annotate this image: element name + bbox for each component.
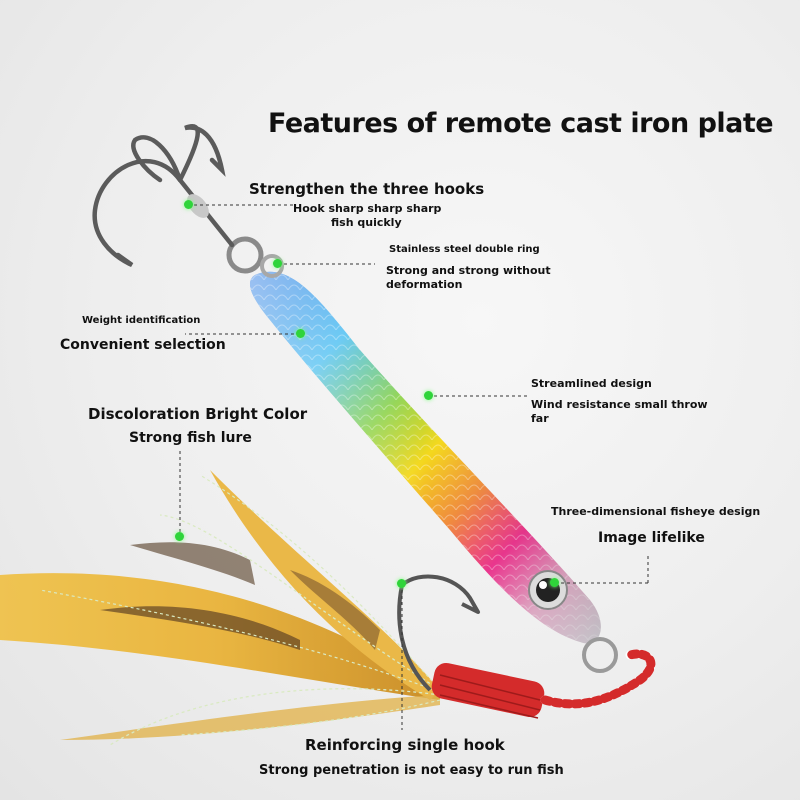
marker-color xyxy=(175,532,184,541)
streamlined-line2: far xyxy=(531,412,549,425)
streamlined-line1: Wind resistance small throw xyxy=(531,398,708,411)
marker-fisheye xyxy=(550,578,559,587)
color-line1: Strong fish lure xyxy=(129,430,252,446)
three-hooks-line1: Hook sharp sharp sharp xyxy=(293,202,442,215)
double-ring-line1: Strong and strong without xyxy=(386,264,551,277)
leader-lines xyxy=(179,204,649,730)
three-hooks-line2: fish quickly xyxy=(331,216,402,229)
thread-wrap xyxy=(431,662,545,718)
three-hooks-heading: Strengthen the three hooks xyxy=(249,180,485,198)
nose-ring xyxy=(582,637,618,673)
marker-three-hooks xyxy=(184,200,193,209)
double-ring-heading: Stainless steel double ring xyxy=(389,244,540,255)
streamlined-heading: Streamlined design xyxy=(531,377,652,390)
single-hook-line1: Strong penetration is not easy to run fi… xyxy=(259,763,564,778)
weight-heading: Weight identification xyxy=(82,315,201,326)
single-hook-heading: Reinforcing single hook xyxy=(305,736,505,754)
color-heading: Discoloration Bright Color xyxy=(88,405,308,423)
lure-body xyxy=(249,271,618,673)
treble-hook xyxy=(92,124,235,268)
double-ring-line2: deformation xyxy=(386,278,463,291)
fisheye-heading: Three-dimensional fisheye design xyxy=(551,505,761,518)
page-title: Features of remote cast iron plate xyxy=(268,108,774,139)
marker-single-hook xyxy=(397,579,406,588)
weight-line1: Convenient selection xyxy=(60,337,226,353)
fisheye-line1: Image lifelike xyxy=(598,530,705,546)
double-ring xyxy=(226,236,264,274)
marker-streamlined xyxy=(424,391,433,400)
feather-tail xyxy=(0,470,441,746)
marker-weight xyxy=(296,329,305,338)
marker-double-ring xyxy=(273,259,282,268)
